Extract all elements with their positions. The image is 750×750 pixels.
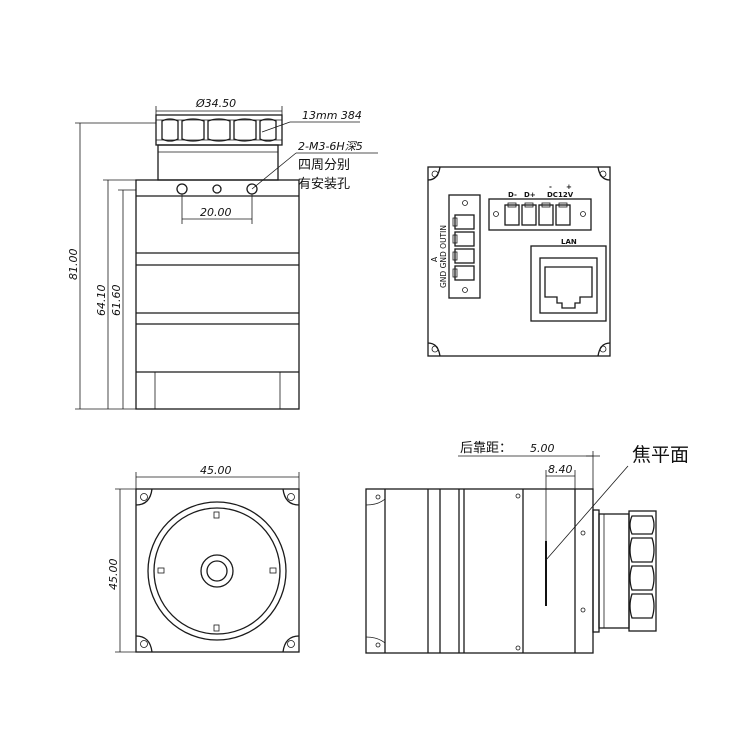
front-panel [135, 488, 300, 653]
focal-plane-label: 焦平面 [632, 444, 689, 466]
io-labels: GND GND OUTIN [439, 225, 448, 288]
flange-label: 8.40 [548, 463, 573, 476]
sensor-window-inner [206, 560, 228, 582]
body-height-label: 64.10 [95, 285, 108, 317]
camera-body [135, 179, 300, 410]
terminal-label-3: - [549, 183, 552, 191]
profile-lens-ring [628, 510, 657, 632]
terminal-label-2: D+ [524, 191, 536, 199]
lan-port [530, 245, 607, 322]
total-height-label: 81.00 [67, 249, 80, 281]
front-height-label: 45.00 [107, 559, 120, 591]
power-terminal-block [488, 198, 592, 231]
terminal-label-1: D- [508, 191, 517, 199]
profile-view: 后靠距： 5.00 8.40 焦平面 [365, 441, 689, 654]
profile-lens-barrel [598, 513, 630, 629]
side-view: Ø34.50 13mm 384 2-M3-6H深5 四周分别 有安装孔 20.0… [67, 97, 378, 410]
back-focus-value: 5.00 [530, 442, 555, 455]
body-height2-label: 61.60 [110, 285, 123, 317]
terminal-label-4: + [566, 183, 572, 191]
power-label: DC12V [547, 191, 574, 199]
lens-mount-inner [153, 507, 281, 635]
thread-hole-label: 2-M3-6H深5 [298, 140, 363, 153]
sensor-window-outer [200, 554, 234, 588]
profile-body [365, 488, 594, 654]
mount-hole-center [212, 184, 222, 194]
rear-panel [427, 166, 611, 357]
hole-spacing-label: 20.00 [200, 206, 232, 219]
io-terminal-block [448, 194, 481, 299]
thread-hole-note-line1: 四周分别 [298, 158, 350, 173]
front-view: 45.00 45.00 [107, 464, 300, 653]
diameter-label: Ø34.50 [195, 97, 236, 110]
lan-label: LAN [561, 238, 577, 246]
rear-view: D- D+ - + DC12V GND GND OUTIN A LAN [427, 166, 611, 357]
thread-hole-note-line2: 有安装孔 [298, 177, 350, 192]
lens-barrel [157, 144, 279, 181]
knurl-segments [161, 118, 277, 142]
front-width-label: 45.00 [200, 464, 232, 477]
mount-hole-left [176, 183, 188, 195]
lens-mount-outer [147, 501, 287, 641]
io-sub-label: A [430, 256, 439, 262]
back-focus-label: 后靠距： [460, 441, 512, 456]
lens-mount-label: 13mm 384 [302, 109, 362, 122]
